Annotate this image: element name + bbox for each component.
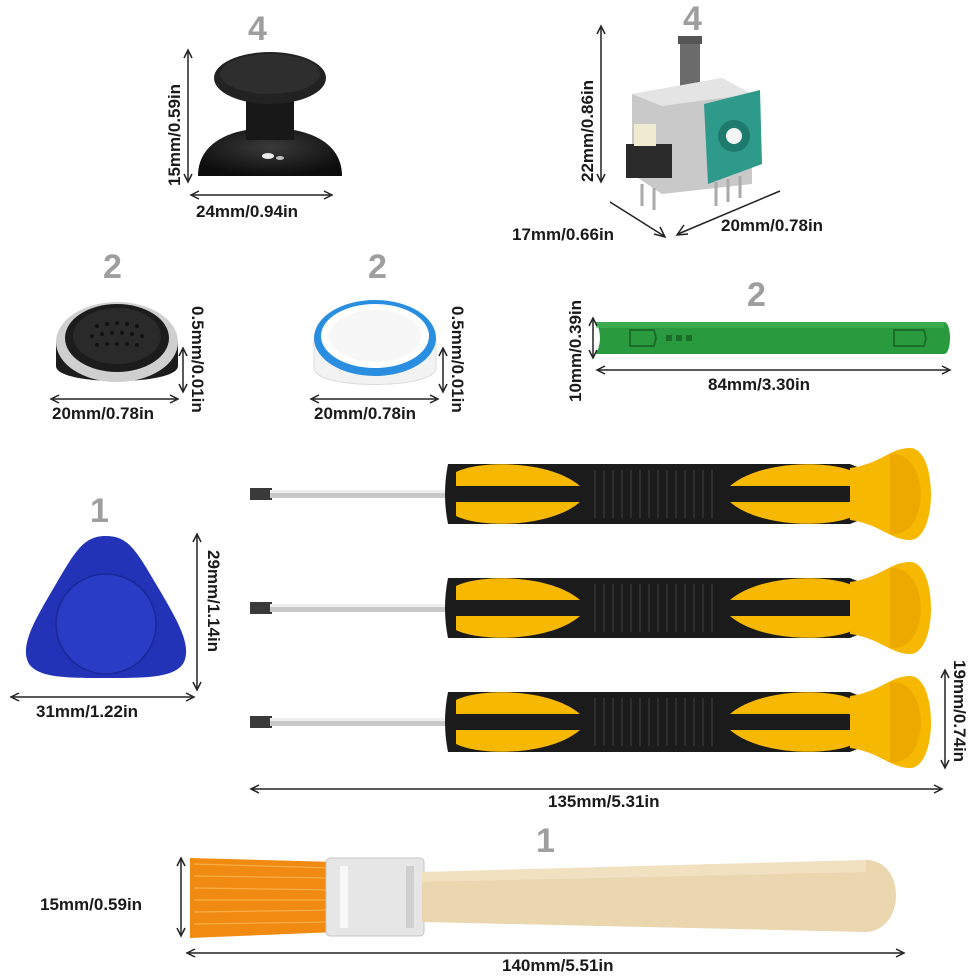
screwdriver-3 xyxy=(250,676,931,768)
spudger-width-label: 84mm/3.30in xyxy=(708,375,811,394)
joystick-module-height-arrow xyxy=(596,24,606,184)
screwdrivers-image xyxy=(250,448,931,768)
thumbstick-width-label: 24mm/0.94in xyxy=(196,202,299,221)
grip-cap-black-width-label: 20mm/0.78in xyxy=(52,404,155,423)
brush-height-label: 15mm/0.59in xyxy=(40,895,143,914)
thumbstick-quantity: 4 xyxy=(248,10,267,48)
spudger-quantity: 2 xyxy=(747,276,766,314)
grip-cap-blue-quantity: 2 xyxy=(368,248,387,286)
grip-cap-blue-height-arrow xyxy=(438,346,448,394)
brush-width-arrow xyxy=(185,948,906,958)
grip-cap-black-quantity: 2 xyxy=(103,248,122,286)
screwdriver-set xyxy=(250,446,950,776)
brush-image xyxy=(190,857,896,938)
grip-cap-blue-height-label: 0.5mm/0.01in xyxy=(448,306,467,413)
joystick-module-height-label: 22mm/0.86in xyxy=(578,79,597,182)
thumbstick-width-arrow xyxy=(189,190,334,200)
pick-height-arrow xyxy=(192,532,202,692)
screwdrivers-width-label: 135mm/5.31in xyxy=(548,792,660,811)
pick-width-label: 31mm/1.22in xyxy=(36,702,139,721)
joystick-module-width-label: 20mm/0.78in xyxy=(721,216,824,235)
pick-quantity: 1 xyxy=(90,492,109,530)
pick-width-arrow xyxy=(9,692,196,702)
grip-cap-black-height-arrow xyxy=(178,346,188,394)
grip-cap-black-image xyxy=(56,302,178,382)
pick-image xyxy=(25,536,187,678)
joystick-module-depth-label: 17mm/0.66in xyxy=(512,225,615,244)
joystick-module-width-arrow xyxy=(675,190,781,236)
grip-cap-blue-width-label: 20mm/0.78in xyxy=(314,404,417,423)
screwdrivers-height-arrow xyxy=(940,668,950,770)
grip-cap-black-height-label: 0.5mm/0.01in xyxy=(188,306,207,413)
grip-cap-blue-width-arrow xyxy=(309,394,440,404)
screwdriver-1 xyxy=(250,448,931,540)
joystick-module-image xyxy=(626,36,762,210)
joystick-module-quantity: 4 xyxy=(683,0,702,38)
grip-cap-blue-image xyxy=(313,300,437,385)
spudger-width-arrow xyxy=(595,365,952,375)
thumbstick-height-arrow xyxy=(183,48,193,184)
brush-quantity: 1 xyxy=(536,822,555,860)
spudger-image xyxy=(596,322,950,354)
thumbstick-image xyxy=(198,52,342,176)
grip-cap-black-width-arrow xyxy=(49,394,180,404)
pick-height-label: 29mm/1.14in xyxy=(204,550,223,653)
spudger-height-arrow xyxy=(588,316,598,360)
brush-height-arrow xyxy=(176,856,186,938)
screwdriver-2 xyxy=(250,562,931,654)
spudger-height-label: 10mm/0.39in xyxy=(566,299,585,402)
screwdrivers-width-arrow xyxy=(249,784,944,794)
joystick-module-depth-arrow xyxy=(609,201,667,239)
screwdrivers-height-label: 19mm/0.74in xyxy=(950,660,969,763)
thumbstick-height-label: 15mm/0.59in xyxy=(165,83,184,186)
brush-width-label: 140mm/5.51in xyxy=(502,956,614,975)
